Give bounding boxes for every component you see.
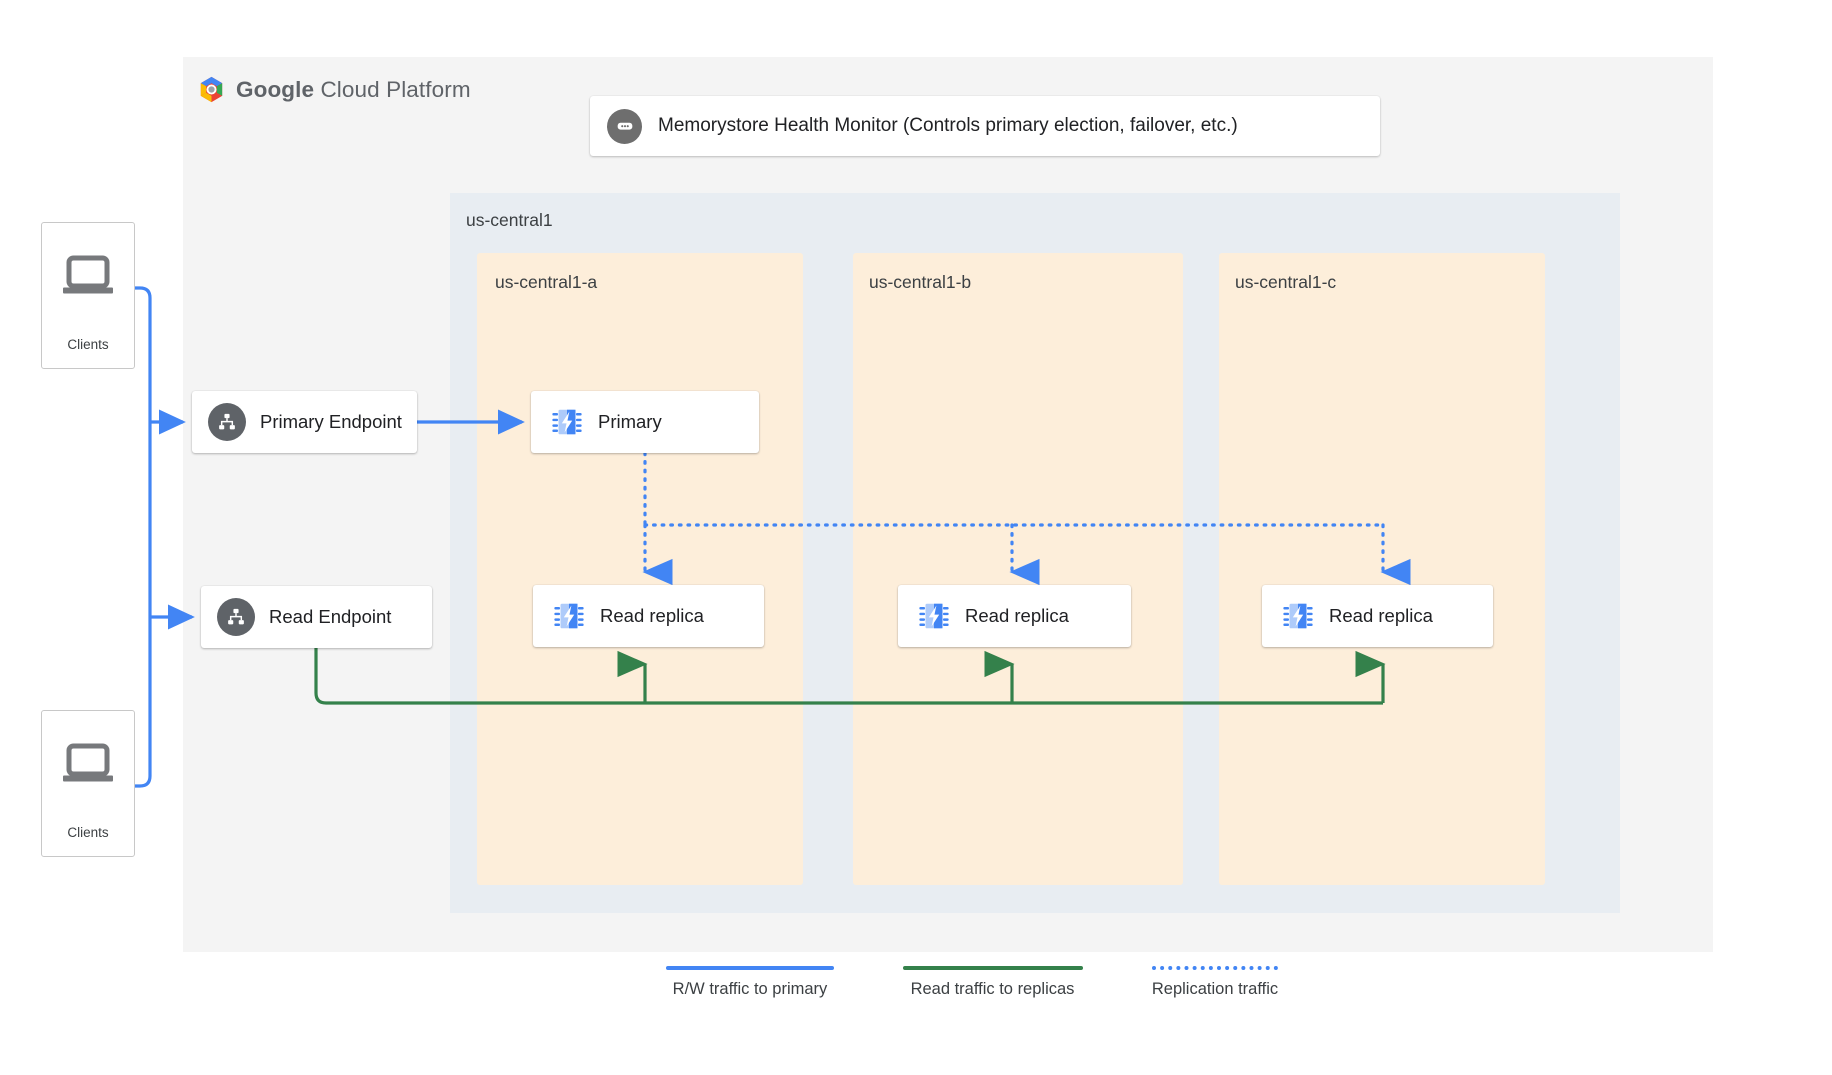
client-box-bottom[interactable]: Clients bbox=[41, 710, 135, 857]
legend-swatch-rw bbox=[666, 966, 834, 970]
memorystore-chip-icon bbox=[919, 603, 949, 629]
zone-label-a: us-central1-a bbox=[495, 272, 598, 292]
gcp-brand-google: Google bbox=[236, 76, 315, 102]
read-endpoint-card[interactable]: Read Endpoint bbox=[201, 586, 432, 648]
node-read-replica-c[interactable]: Read replica bbox=[1262, 585, 1493, 647]
legend-label-rw: R/W traffic to primary bbox=[672, 980, 828, 998]
client-trunk-wire bbox=[133, 286, 152, 788]
gcp-brand-text: Google Cloud Platform bbox=[236, 77, 471, 103]
legend-item-replication-traffic: Replication traffic bbox=[1125, 966, 1305, 999]
node-read-replica-c-label: Read replica bbox=[1329, 605, 1433, 626]
laptop-icon bbox=[63, 255, 113, 294]
google-cloud-hexagon-icon bbox=[200, 76, 223, 103]
memorystore-chip-icon bbox=[552, 409, 582, 435]
node-read-replica-a-label: Read replica bbox=[600, 605, 704, 626]
legend-swatch-read bbox=[902, 966, 1083, 970]
primary-endpoint-card[interactable]: Primary Endpoint bbox=[192, 391, 417, 453]
legend-item-rw-traffic: R/W traffic to primary bbox=[650, 966, 850, 999]
health-monitor-card[interactable]: Memorystore Health Monitor (Controls pri… bbox=[590, 96, 1380, 156]
laptop-icon bbox=[63, 743, 113, 782]
client-label-bottom: Clients bbox=[67, 825, 109, 840]
node-read-replica-b[interactable]: Read replica bbox=[898, 585, 1131, 647]
endpoint-hierarchy-icon bbox=[208, 403, 246, 441]
gcp-brand: Google Cloud Platform bbox=[196, 74, 471, 105]
read-endpoint-label: Read Endpoint bbox=[269, 606, 392, 627]
node-primary[interactable]: Primary bbox=[531, 391, 759, 453]
client-box-top[interactable]: Clients bbox=[41, 222, 135, 369]
memorystore-chip-icon bbox=[554, 603, 584, 629]
legend-swatch-replication bbox=[1152, 966, 1278, 970]
memorystore-chip-icon bbox=[1283, 603, 1313, 629]
zone-us-central1-a bbox=[477, 253, 803, 885]
client-label-top: Clients bbox=[67, 337, 109, 352]
legend-label-read: Read traffic to replicas bbox=[910, 980, 1075, 998]
zone-us-central1-b bbox=[853, 253, 1183, 885]
node-read-replica-b-label: Read replica bbox=[965, 605, 1069, 626]
legend-item-read-traffic: Read traffic to replicas bbox=[890, 966, 1095, 999]
health-monitor-label: Memorystore Health Monitor (Controls pri… bbox=[658, 115, 1238, 136]
zone-us-central1-c bbox=[1219, 253, 1545, 885]
node-primary-label: Primary bbox=[598, 411, 662, 432]
legend-label-replication: Replication traffic bbox=[1151, 980, 1279, 998]
health-monitor-icon bbox=[607, 108, 642, 144]
zone-label-c: us-central1-c bbox=[1235, 272, 1337, 292]
zone-label-b: us-central1-b bbox=[869, 272, 972, 292]
endpoint-hierarchy-icon bbox=[217, 598, 255, 636]
primary-endpoint-label: Primary Endpoint bbox=[260, 411, 402, 432]
node-read-replica-a[interactable]: Read replica bbox=[533, 585, 764, 647]
region-label: us-central1 bbox=[466, 210, 553, 230]
gcp-brand-cloud-platform: Cloud Platform bbox=[314, 76, 471, 102]
